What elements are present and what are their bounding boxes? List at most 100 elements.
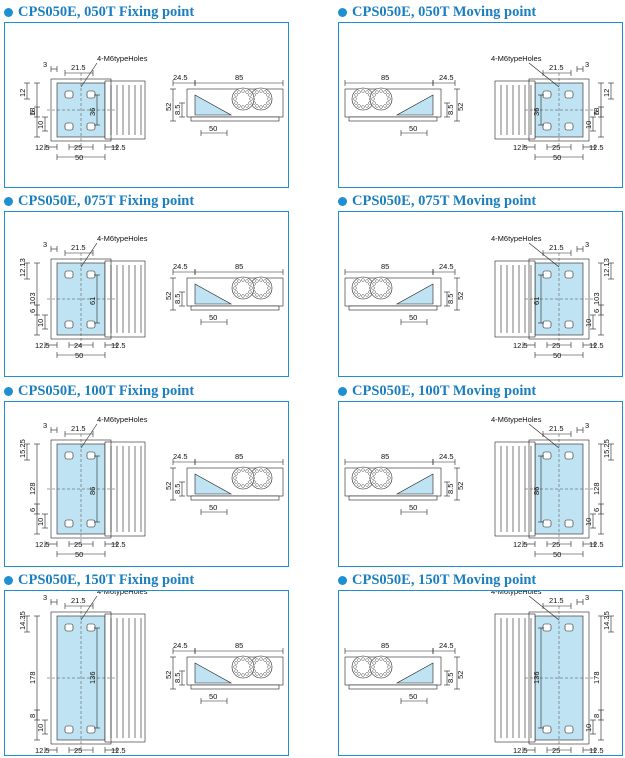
dim-21-5: 21.5 [71, 243, 86, 252]
panel-title-text: CPS050E, 050T Fixing point [18, 3, 195, 20]
drawing-panel: 8524.5528.55013612.52512.550321.54-M6typ… [338, 590, 623, 756]
panel-title-text: CPS050E, 100T Moving point [352, 382, 537, 399]
dim-50: 50 [209, 503, 217, 512]
dim-25: 25 [74, 143, 82, 152]
dim-offset: 14.35 [18, 611, 27, 630]
m6-hole [64, 320, 74, 329]
chain-links [494, 260, 536, 338]
m6-hole [86, 122, 96, 131]
holes-label: 4-M6typeHoles [491, 591, 542, 596]
dim-3: 3 [43, 60, 47, 69]
m6-hole [64, 451, 74, 460]
link-wheel [369, 87, 393, 111]
panel-title-text: CPS050E, 075T Moving point [352, 192, 537, 209]
side-bracket [395, 94, 434, 116]
dim-mid: 136 [532, 671, 541, 684]
dim-25: 25 [552, 540, 560, 549]
dim-8-5: 8.5 [446, 484, 455, 494]
m6-hole [64, 90, 74, 99]
dim-50: 50 [209, 692, 217, 701]
dim-24-5: 24.5 [439, 73, 454, 82]
dim-12-5-left: 12.5 [513, 540, 528, 549]
dim-85: 85 [381, 452, 389, 461]
dim-8-5: 8.5 [173, 294, 182, 304]
bullet-icon [338, 386, 347, 396]
side-bracket [194, 283, 233, 305]
dim-12-5-right: 12.5 [589, 341, 604, 350]
m6-hole [86, 451, 96, 460]
panel-title-text: CPS050E, 050T Moving point [352, 3, 537, 20]
dim-21-5: 21.5 [71, 424, 86, 433]
dim-6: 8 [592, 714, 601, 718]
panel-title: CPS050E, 100T Fixing point [4, 381, 194, 401]
dim-50: 50 [409, 503, 417, 512]
dim-52: 52 [164, 482, 173, 490]
m6-hole [564, 623, 574, 632]
dim-3: 3 [585, 240, 589, 249]
bullet-icon [4, 386, 13, 396]
dim-50: 50 [409, 692, 417, 701]
dim-10: 10 [36, 319, 45, 327]
m6-hole [64, 122, 74, 131]
dim-mid: 86 [88, 487, 97, 495]
dim-total-width: 50 [553, 351, 561, 360]
chain-links [104, 80, 146, 140]
m6-hole [542, 90, 552, 99]
dim-height: 18 [28, 108, 37, 116]
dim-height: 178 [592, 671, 601, 684]
dim-total-width: 50 [553, 153, 561, 162]
dim-offset: 12.13 [602, 258, 611, 277]
m6-hole [86, 725, 96, 734]
holes-label: 4-M6typeHoles [97, 415, 148, 424]
dim-height: 103 [28, 292, 37, 305]
dim-21-5: 21.5 [549, 424, 564, 433]
m6-hole [564, 451, 574, 460]
holes-label: 4-M6typeHoles [491, 54, 542, 63]
link-wheel [369, 276, 393, 300]
link-wheel [231, 655, 255, 679]
dim-24-5: 24.5 [439, 452, 454, 461]
dim-mid: 61 [88, 297, 97, 305]
dim-85: 85 [235, 262, 243, 271]
panel-title: CPS050E, 150T Fixing point [4, 570, 194, 590]
dim-24-5: 24.5 [439, 641, 454, 650]
dim-6: 6 [592, 508, 601, 512]
link-wheel [369, 466, 393, 490]
m6-hole [86, 90, 96, 99]
m6-hole [564, 90, 574, 99]
holes-label: 4-M6typeHoles [97, 54, 148, 63]
panel-title-text: CPS050E, 150T Fixing point [18, 571, 195, 588]
chain-links [494, 80, 536, 140]
dim-12-5-right: 12.5 [111, 341, 126, 350]
dim-offset: 15.25 [602, 439, 611, 458]
bullet-icon [338, 196, 347, 206]
dim-50: 50 [209, 124, 217, 133]
bullet-icon [4, 7, 13, 17]
dim-24-5: 24.5 [173, 73, 188, 82]
dim-12-5-right: 12.5 [111, 540, 126, 549]
panel-title: CPS050E, 050T Fixing point [4, 2, 194, 22]
side-bracket [194, 473, 233, 495]
dim-85: 85 [381, 641, 389, 650]
dim-10: 10 [584, 518, 593, 526]
dim-24-5: 24.5 [173, 262, 188, 271]
dim-height: 103 [592, 292, 601, 305]
dim-21-5: 21.5 [71, 596, 86, 605]
dim-21-5: 21.5 [549, 243, 564, 252]
dim-3: 3 [43, 240, 47, 249]
dim-3: 3 [43, 593, 47, 602]
dim-12-5-left: 12.5 [513, 143, 528, 152]
side-bracket [194, 662, 233, 684]
m6-hole [542, 320, 552, 329]
dim-12-5-left: 12.5 [513, 341, 528, 350]
panel-title: CPS050E, 150T Moving point [338, 570, 536, 590]
link-wheel [231, 276, 255, 300]
